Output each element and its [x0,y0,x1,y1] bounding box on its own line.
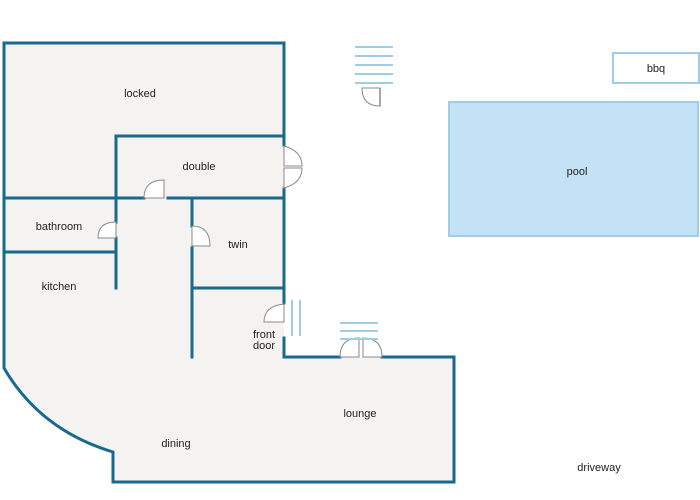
room-label-front-door-1: front [253,329,275,341]
double-room-door-2 [283,167,303,189]
room-label-double: double [182,161,215,173]
room-label-dining: dining [161,438,190,450]
outdoor-label-pool: pool [567,166,588,178]
twin-door [191,225,211,247]
room-label-lounge: lounge [343,408,376,420]
hall-door [143,179,165,199]
outdoor-label-bbq: bbq [647,63,665,75]
outer-wall [2,41,456,484]
room-label-kitchen: kitchen [42,281,77,293]
bathroom-door [97,221,117,239]
room-label-locked: locked [124,88,156,100]
interior-walls [2,134,286,359]
outdoor-door [361,87,381,107]
room-label-twin: twin [228,239,248,251]
bbq-box [612,52,700,84]
lounge-door-2 [362,337,383,358]
outdoor-label-driveway: driveway [577,462,621,474]
doors [97,87,383,358]
lounge-door [339,337,360,358]
house-floor [4,43,454,482]
room-label-bathroom: bathroom [36,221,82,233]
steps [291,46,393,340]
pool-area [448,101,699,237]
double-room-door [283,145,303,167]
room-label-front-door-2: door [253,340,275,352]
front-door [263,303,285,323]
